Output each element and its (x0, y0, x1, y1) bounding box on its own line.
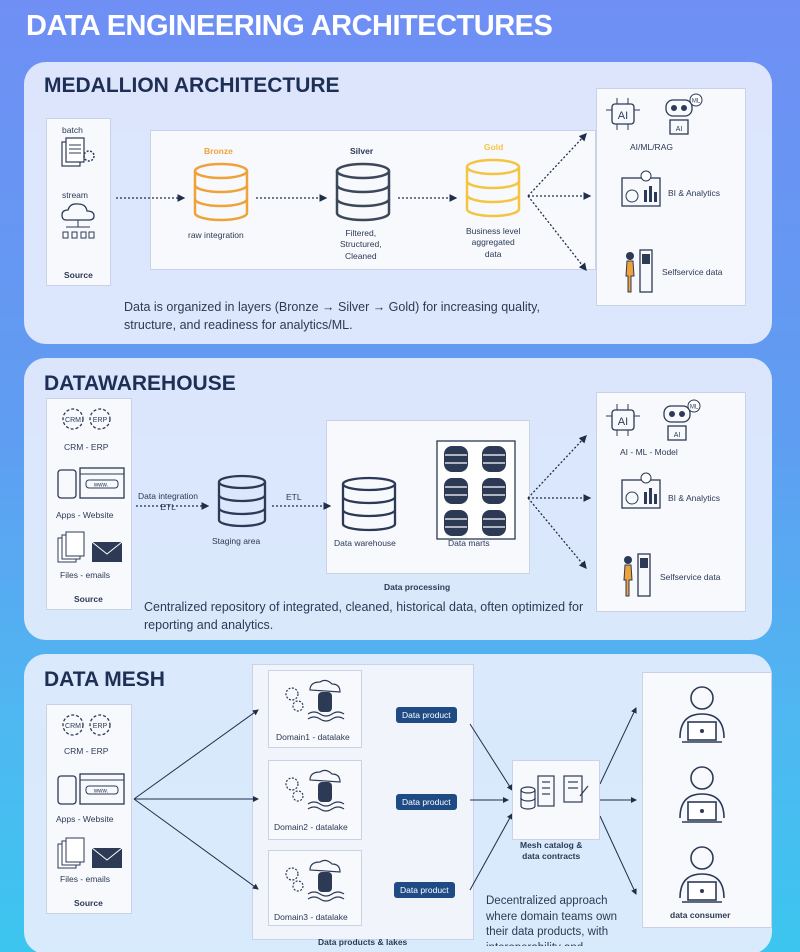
etl-label: ETL (286, 492, 302, 502)
catalog-label: Mesh catalog & data contracts (520, 840, 583, 862)
medallion-title: MEDALLION ARCHITECTURE (44, 74, 340, 97)
database-icon-warehouse (340, 476, 398, 532)
svg-text:www.: www. (93, 483, 109, 489)
medallion-source-label: Source (64, 270, 93, 280)
bronze-desc: raw integration (188, 230, 244, 240)
domain1-label: Domain1 - datalake (276, 732, 350, 742)
document-gear-icon (60, 136, 100, 172)
mesh-source-crm: CRM - ERP (64, 746, 109, 756)
app-website-icon: www. (56, 772, 128, 812)
silver-label: Silver (350, 146, 374, 156)
consumer-label: data consumer (670, 910, 731, 920)
mesh-title: DATA MESH (44, 668, 165, 691)
mesh-catalog-box (512, 760, 600, 840)
data-marts-icon (436, 440, 516, 540)
files-emails-icon (56, 531, 128, 566)
gold-label: Gold (484, 142, 504, 152)
warehouse-source-label: Source (74, 594, 103, 604)
svg-text:AI: AI (618, 110, 628, 122)
medallion-description: Data is organized in layers (Bronze → Si… (124, 300, 540, 333)
layers-box (150, 130, 596, 270)
page-title: DATA ENGINEERING ARCHITECTURES (26, 10, 553, 42)
mesh-source-label: Source (74, 898, 103, 908)
cloud-icon (58, 200, 100, 244)
database-icon-bronze (192, 162, 250, 222)
person-kiosk-icon (622, 246, 656, 296)
dashboard-icon (620, 472, 664, 512)
medallion-source-box (46, 118, 111, 286)
wh-source-apps: Apps - Website (56, 510, 114, 520)
warehouse-panel: DATAWAREHOUSE CRM ERP CRM - ERP www. Apps… (24, 358, 772, 640)
svg-text:CRM: CRM (65, 723, 81, 730)
lakes-label: Data products & lakes (318, 937, 408, 947)
svg-text:CRM: CRM (65, 417, 81, 424)
dashboard-icon (620, 170, 664, 210)
bronze-label: Bronze (204, 146, 233, 156)
staging-label: Staging area (212, 536, 261, 546)
svg-text:ML: ML (690, 405, 699, 411)
wh-source-files: Files - emails (60, 570, 111, 580)
catalog-contract-icon (518, 770, 590, 820)
wh-output-selfservice: Selfservice data (660, 572, 721, 582)
svg-text:AI: AI (674, 432, 681, 439)
batch-label: batch (62, 125, 83, 135)
output-selfservice: Selfservice data (662, 267, 723, 277)
wh-output-ai: AI - ML - Model (620, 447, 678, 457)
user-laptop-icon (674, 842, 730, 908)
svg-text:AI: AI (618, 416, 628, 428)
warehouse-label: Data warehouse (334, 538, 396, 548)
warehouse-description: Centralized repository of integrated, cl… (144, 600, 584, 633)
data-product-1: Data product (396, 707, 457, 723)
silver-desc: Filtered, Structured, Cleaned (340, 228, 382, 261)
medallion-panel: MEDALLION ARCHITECTURE batch stream Sour… (24, 62, 772, 344)
database-icon-gold (464, 158, 522, 218)
data-integration-label: Data integration ETL (138, 491, 199, 513)
user-laptop-icon (674, 762, 730, 828)
database-icon-staging (216, 474, 268, 528)
app-website-icon: www. (56, 466, 128, 506)
svg-text:ERP: ERP (93, 417, 108, 424)
wh-output-bi: BI & Analytics (668, 493, 720, 503)
svg-text:AI: AI (676, 126, 683, 133)
warehouse-title: DATAWAREHOUSE (44, 372, 236, 395)
mesh-source-apps: Apps - Website (56, 814, 114, 824)
robot-ml-icon: AI ML (660, 92, 704, 136)
crm-icon: CRM ERP (60, 712, 116, 740)
warehouse-source-box (46, 398, 132, 610)
output-bi: BI & Analytics (668, 188, 720, 198)
svg-text:ERP: ERP (93, 723, 108, 730)
domain3-label: Domain3 - datalake (274, 912, 348, 922)
files-emails-icon (56, 837, 128, 872)
output-ai: AI/ML/RAG (630, 142, 673, 152)
data-product-2: Data product (396, 794, 457, 810)
robot-ml-icon: AI ML (658, 398, 702, 442)
wh-source-crm: CRM - ERP (64, 442, 109, 452)
user-laptop-icon (674, 682, 730, 748)
brain-ai-icon: AI (604, 94, 644, 134)
warehouse-outputs-box (596, 392, 746, 612)
domain-datalake-icon (282, 856, 352, 904)
crm-icon: CRM ERP (60, 406, 116, 434)
person-kiosk-icon (620, 550, 654, 600)
mesh-panel: DATA MESH CRM ERP CRM - ERP www. Apps - W… (24, 654, 772, 952)
stream-label: stream (62, 190, 88, 200)
warehouse-arrows (136, 435, 592, 570)
svg-text:www.: www. (93, 789, 109, 795)
domain2-label: Domain2 - datalake (274, 822, 348, 832)
database-icon-silver (334, 162, 392, 222)
brain-ai-icon: AI (604, 400, 644, 440)
data-product-3: Data product (394, 882, 455, 898)
mesh-source-box (46, 704, 132, 914)
marts-label: Data marts (448, 538, 490, 548)
mesh-description: Decentralized approach where domain team… (486, 895, 618, 946)
processing-label: Data processing (384, 582, 451, 592)
mesh-source-files: Files - emails (60, 874, 111, 884)
svg-text:ML: ML (692, 99, 701, 105)
mesh-arrows (133, 707, 637, 895)
domain-datalake-icon (282, 766, 352, 814)
domain-datalake-icon (282, 676, 352, 724)
gold-desc: Business level aggregated data (466, 226, 521, 259)
medallion-arrows (116, 133, 592, 272)
